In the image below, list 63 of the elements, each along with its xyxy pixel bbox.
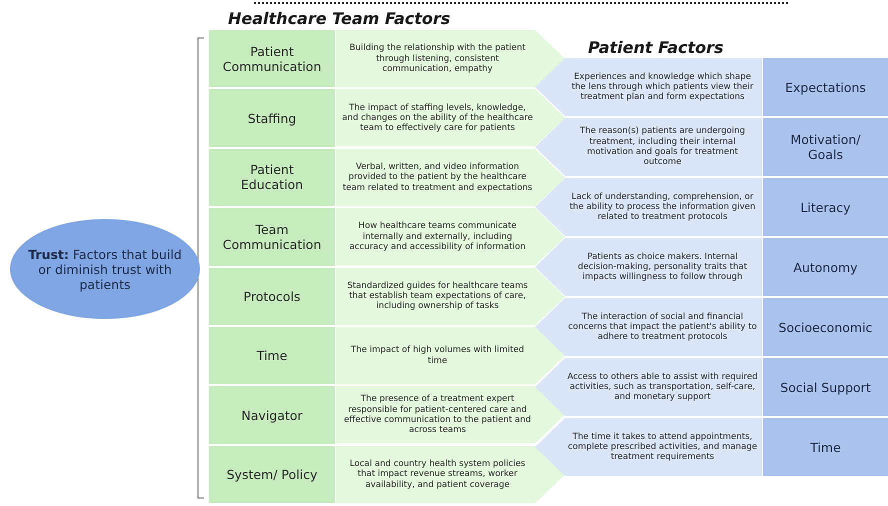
factor-description: Lack of understanding, comprehension, or the ability to process the information given related to treatment protocols bbox=[568, 192, 756, 222]
factor-label bbox=[763, 118, 888, 176]
factor-description: Local and country health system policies that impact revenue streams, worker availability, and patient coverage bbox=[348, 459, 526, 490]
factor-description: Verbal, written, and video information provided to the patient by the healthcare team related to treatment and expectations bbox=[342, 162, 534, 193]
factor-description: The reason(s) patients are undergoing treatment, including their internal motivation and goals for treatment outcome bbox=[578, 126, 746, 168]
description-panel bbox=[336, 446, 565, 504]
factor-name: Motivation/ Goals bbox=[789, 132, 862, 162]
description-panel bbox=[535, 118, 762, 176]
factor-name: Socioeconomic bbox=[778, 320, 874, 334]
description-panel bbox=[535, 238, 762, 296]
factor-label bbox=[209, 446, 335, 504]
factor-label bbox=[763, 418, 888, 476]
factor-name: Patient Education bbox=[240, 162, 304, 192]
factor-name: Time bbox=[809, 440, 842, 454]
factor-name: Navigator bbox=[240, 408, 304, 423]
description-panel bbox=[336, 148, 565, 206]
factor-name: Social Support bbox=[779, 380, 872, 394]
description-panel bbox=[336, 30, 565, 88]
factor-name: Team Communication bbox=[222, 222, 322, 252]
section-heading: Patient Factors bbox=[588, 38, 724, 57]
trust-text: Trust: Factors that build or diminish trust with patients bbox=[27, 246, 183, 292]
factor-label bbox=[209, 386, 335, 444]
description-panel bbox=[535, 358, 762, 416]
factor-label bbox=[763, 238, 888, 296]
factor-label bbox=[209, 89, 335, 147]
factor-label bbox=[763, 58, 888, 116]
factor-description: The time it takes to attend appointments, complete prescribed activities, and manage treatment requirements bbox=[566, 432, 758, 462]
section-heading: Healthcare Team Factors bbox=[228, 9, 450, 28]
factor-name: Expectations bbox=[784, 80, 867, 94]
factor-label bbox=[209, 148, 335, 206]
factor-description: The presence of a treatment expert responsible for patient-centered care and effective communication to the patient and across teams bbox=[343, 394, 532, 436]
description-panel bbox=[535, 58, 762, 116]
factor-name: Patient Communication bbox=[222, 44, 322, 74]
factor-label bbox=[763, 298, 888, 356]
factor-label bbox=[763, 178, 888, 236]
factor-description: Experiences and knowledge which shape the lens through which patients view their treatment plan and form expectations bbox=[570, 72, 754, 102]
factor-label bbox=[209, 30, 335, 88]
factor-description: How healthcare teams communicate internally and externally, including accuracy and accessibility of information bbox=[348, 221, 527, 252]
description-panel bbox=[336, 327, 565, 384]
factor-description: Standardized guides for healthcare teams that establish team expectations of care, including ownership of tasks bbox=[346, 280, 529, 312]
factor-name: Time bbox=[256, 348, 288, 364]
factor-description: The impact of staffing levels, knowledge, and changes on the ability of the healthcare team to effectively care for patients bbox=[341, 102, 534, 134]
factor-label bbox=[763, 358, 888, 416]
description-panel bbox=[535, 298, 762, 356]
description-panel bbox=[336, 208, 565, 266]
description-panel bbox=[336, 268, 565, 325]
factor-name: System/ Policy bbox=[226, 466, 318, 482]
factor-description: Building the relationship with the patient through listening, consistent communication, empathy bbox=[348, 43, 527, 74]
description-panel bbox=[336, 89, 565, 147]
factor-name: Staffing bbox=[246, 110, 298, 126]
description-panel bbox=[535, 418, 762, 476]
description-panel bbox=[336, 386, 565, 444]
factor-label bbox=[209, 208, 335, 266]
description-panel bbox=[535, 178, 762, 236]
factor-description: The impact of high volumes with limited time bbox=[350, 345, 526, 366]
factor-name: Protocols bbox=[242, 288, 302, 304]
factor-description: The interaction of social and financial concerns that impact the patient's ability to adhere to treatment protocols bbox=[567, 312, 758, 342]
factor-name: Autonomy bbox=[792, 260, 859, 274]
factor-name: Literacy bbox=[799, 200, 852, 214]
factor-description: Access to others able to assist with required activities, such as transportation, self-care, and monetary support bbox=[566, 372, 759, 402]
factor-description: Patients as choice makers. Internal decision-making, personality traits that impacts willingness to follow through bbox=[576, 252, 748, 282]
factor-label bbox=[209, 327, 335, 384]
factor-label bbox=[209, 268, 335, 325]
